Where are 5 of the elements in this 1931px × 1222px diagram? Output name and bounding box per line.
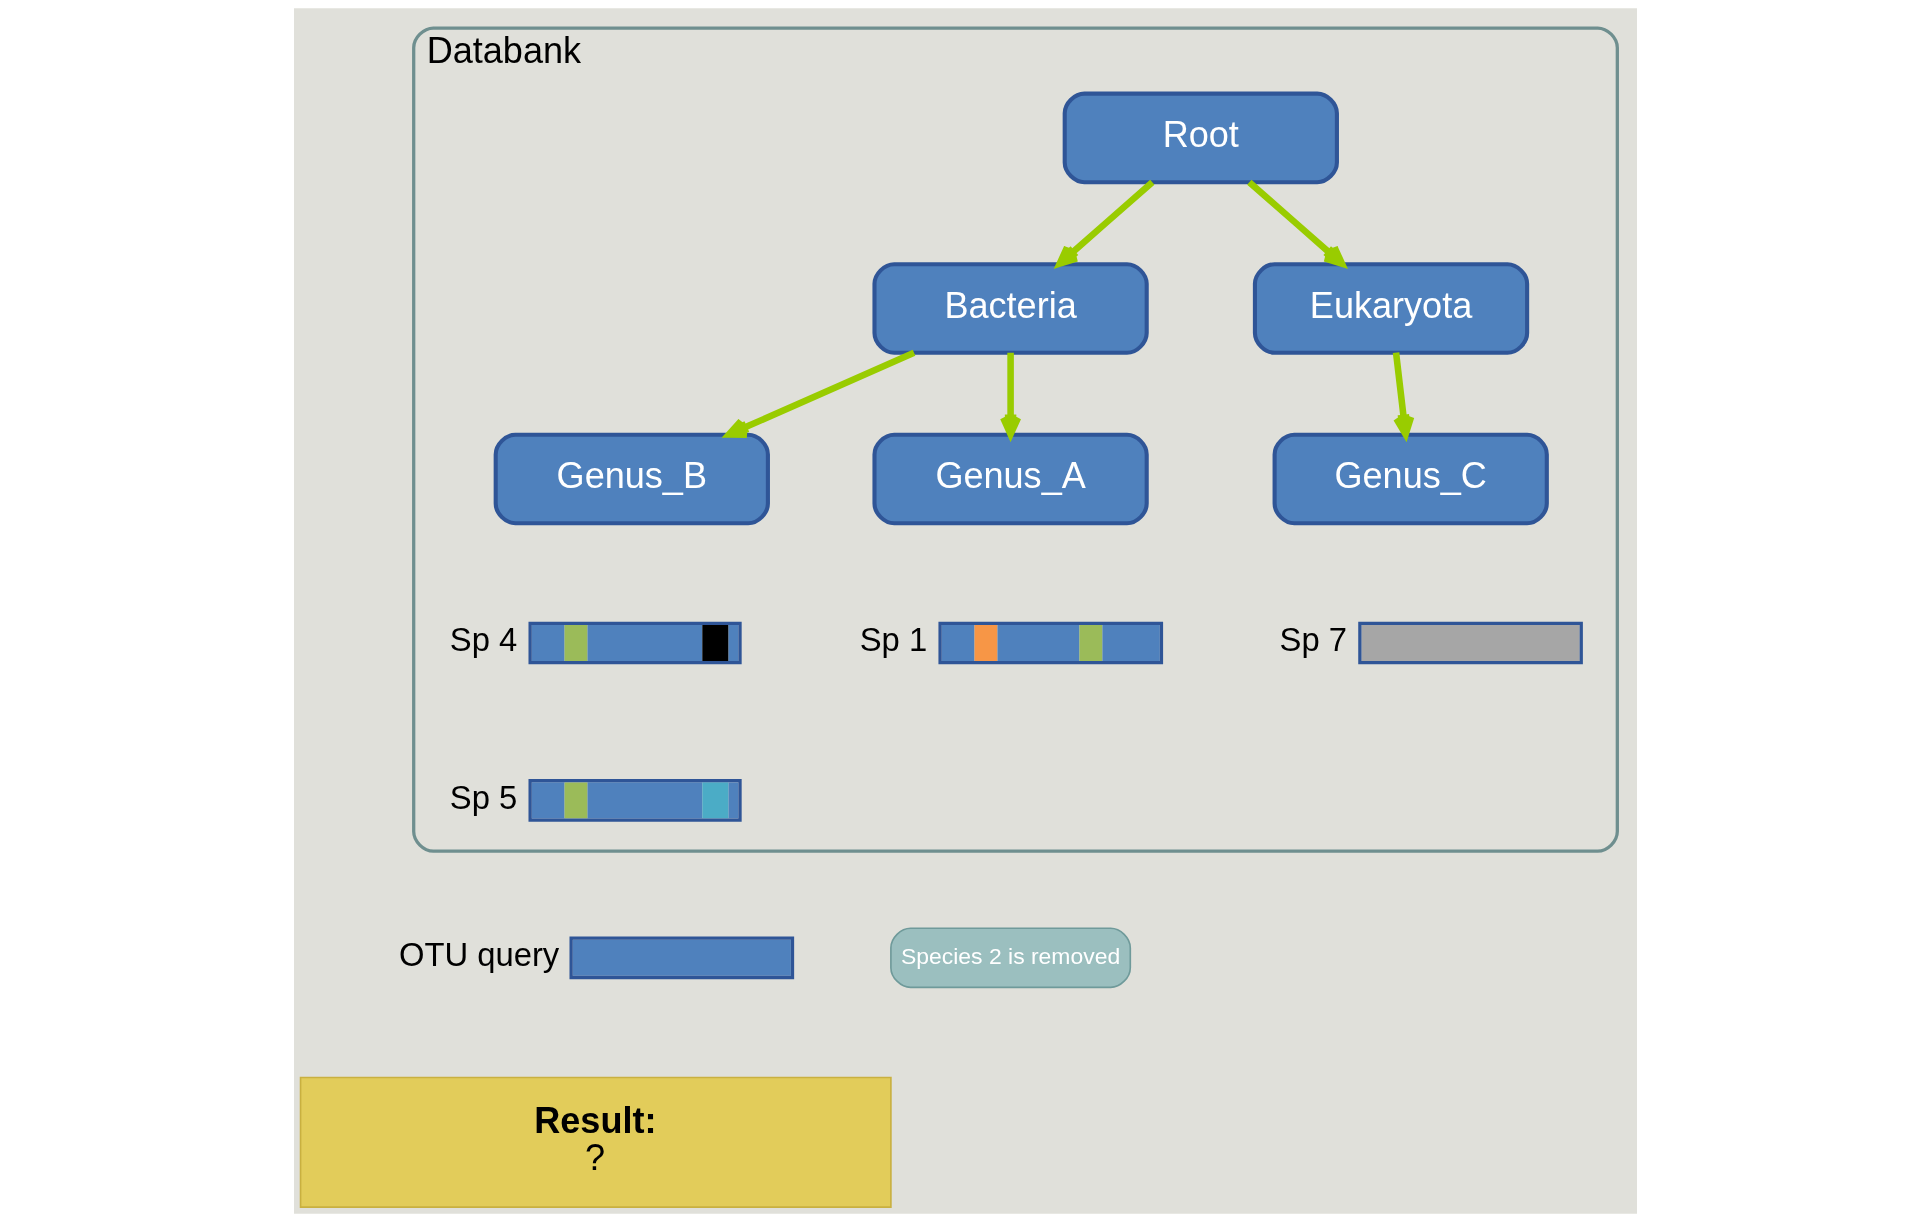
node-label: OTU query bbox=[398, 936, 560, 974]
node-label: Sp 5 bbox=[449, 778, 518, 816]
node-label: Sp 1 bbox=[859, 621, 928, 659]
node-label: Sp 7 bbox=[1279, 621, 1347, 659]
node-label: Sp 4 bbox=[449, 621, 518, 659]
